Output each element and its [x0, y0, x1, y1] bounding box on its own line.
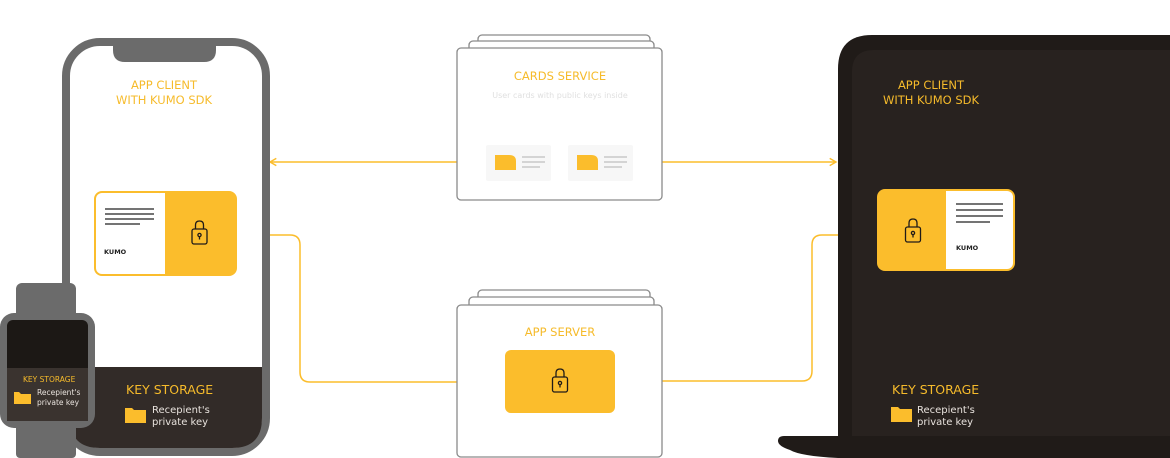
public-card-left [486, 145, 551, 181]
phone-title-line1: APP CLIENT [131, 78, 198, 92]
laptop-folder-icon [891, 407, 912, 422]
laptop-user-card: KUMO [877, 189, 1015, 271]
public-card-right-folder-icon [577, 155, 598, 170]
app-server-title: APP SERVER [525, 325, 595, 339]
app-server-lock-icon [551, 368, 569, 393]
laptop-card-logo: KUMO [956, 244, 979, 252]
laptop-key-storage-title: KEY STORAGE [892, 382, 979, 397]
phone-key-storage-title: KEY STORAGE [126, 382, 213, 397]
phone-card-logo: KUMO [104, 248, 127, 256]
laptop-key-line1: Recepient's [917, 405, 975, 416]
laptop-key-line2: private key [917, 417, 973, 428]
phone-key-line2: private key [152, 417, 208, 428]
laptop-card-text-lines [956, 203, 1003, 223]
public-card-left-folder-icon [495, 155, 516, 170]
laptop-title-line1: APP CLIENT [898, 78, 965, 92]
phone-card-lock-icon [191, 220, 208, 245]
connector-app-server-laptop [615, 230, 880, 382]
watch-device: KEY STORAGE Recepient's private key [0, 283, 95, 458]
cards-service-subtitle: User cards with public keys inside [492, 91, 628, 100]
public-card-right [568, 145, 633, 181]
phone-key-line1: Recepient's [152, 405, 210, 416]
phone-device: APP CLIENT WITH KUMO SDK KUMO KEY STORAG… [62, 38, 270, 456]
app-server-box: APP SERVER [456, 289, 663, 458]
phone-user-card: KUMO [94, 191, 237, 276]
laptop-card-lock-icon [904, 218, 922, 243]
connectors [236, 157, 880, 387]
cards-service-box: CARDS SERVICE User cards with public key… [456, 34, 663, 201]
watch-key-line2: private key [37, 398, 80, 407]
phone-notch [113, 38, 216, 62]
watch-folder-icon [14, 392, 31, 404]
watch-key-storage-title: KEY STORAGE [23, 375, 76, 384]
phone-title-line2: WITH KUMO SDK [116, 93, 213, 107]
laptop-title-line2: WITH KUMO SDK [883, 93, 980, 107]
phone-folder-icon [125, 408, 146, 423]
laptop-device: APP CLIENT WITH KUMO SDK KUMO KEY STORAG… [778, 35, 1170, 458]
watch-key-line1: Recepient's [37, 388, 80, 397]
cards-service-title: CARDS SERVICE [514, 69, 606, 83]
arrow-phone-app-server [236, 230, 505, 387]
watch-strap-bottom [16, 420, 76, 458]
laptop-base [778, 436, 1170, 458]
phone-card-text-lines [105, 208, 154, 225]
phone-key-storage-panel [70, 367, 262, 448]
